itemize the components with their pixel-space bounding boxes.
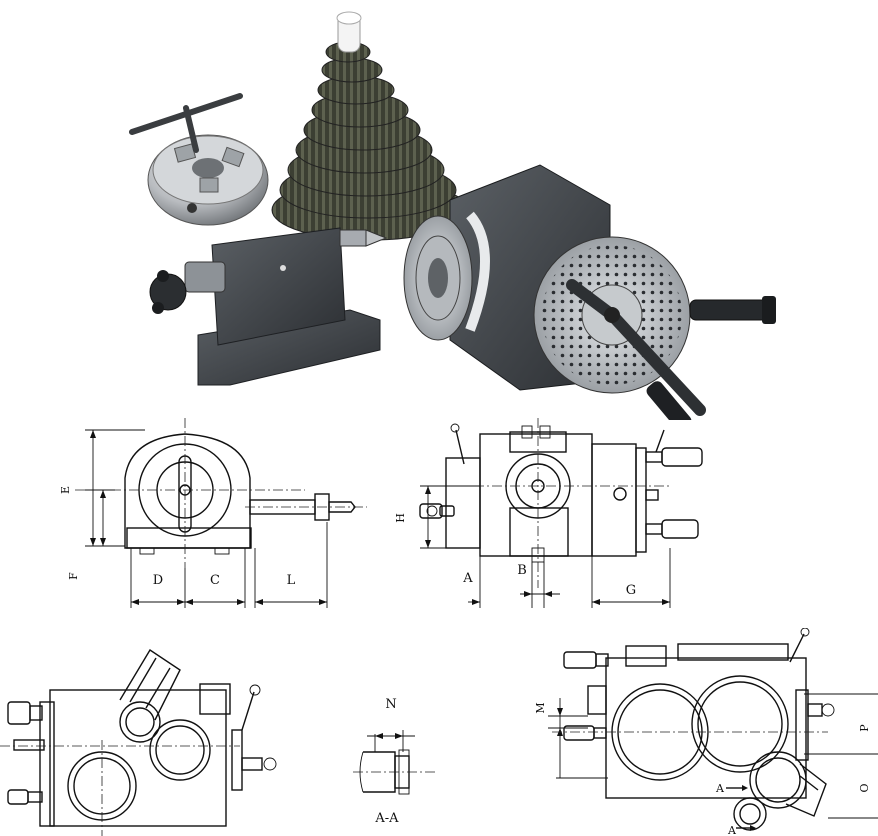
dim-O: O [858, 783, 871, 792]
dim-P: P [858, 724, 871, 732]
dim-G: G [626, 583, 636, 598]
dim-C: C [210, 573, 220, 588]
product-photo [129, 11, 776, 420]
dim-H: H [394, 513, 407, 523]
dim-D: D [153, 573, 163, 588]
tailstock [149, 227, 388, 386]
three-jaw-chuck [129, 93, 269, 226]
dim-A: A [462, 571, 473, 586]
dim-L: L [287, 573, 296, 588]
right-view-drawing: P O M A A [528, 628, 878, 836]
dim-E: E [59, 486, 72, 494]
section-mark-a2: A [727, 824, 737, 836]
dividing-head [403, 164, 776, 420]
section-mark-a1: A [715, 782, 725, 795]
product-photo-svg [129, 11, 776, 420]
front-view-drawing-svg: H A B G [394, 418, 703, 608]
front-view-drawing: H A B G [380, 418, 720, 618]
change-gear-set [271, 11, 469, 241]
section-a-a-svg: N A-A [353, 697, 435, 826]
tilted-view-drawing [0, 640, 290, 836]
dim-N: N [385, 697, 396, 712]
dim-B: B [517, 563, 527, 578]
tailstock-drawing: E F D C L [55, 418, 375, 618]
section-caption: A-A [374, 811, 399, 826]
dim-M: M [534, 702, 547, 713]
tilted-view-drawing-svg [0, 649, 277, 836]
section-a-a: N A-A [345, 680, 455, 830]
tailstock-drawing-svg: E F D C L [59, 418, 367, 608]
right-view-drawing-svg: P O M A A [534, 628, 878, 836]
dim-F: F [67, 572, 80, 580]
